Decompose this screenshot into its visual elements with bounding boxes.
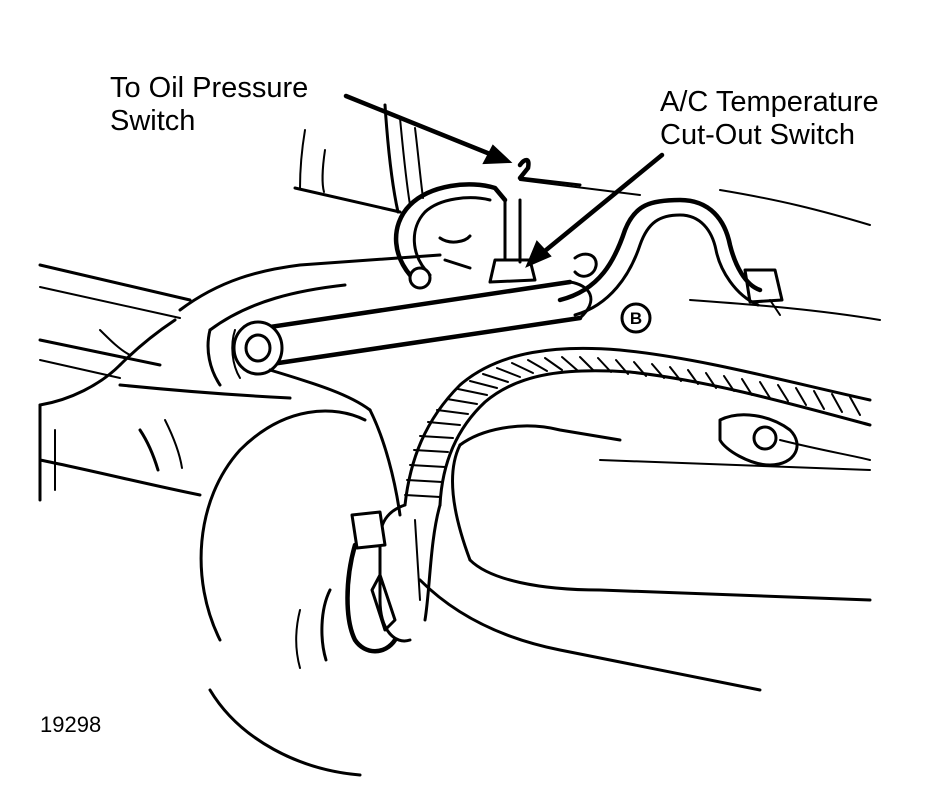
mounting-bracket	[178, 253, 593, 517]
ac-switch-line	[557, 197, 784, 317]
ac-cutout-switch-label: A/C Temperature Cut-Out Switch	[660, 86, 879, 152]
callout-arrows	[343, 93, 665, 268]
drum-housing	[199, 409, 872, 777]
callout-b-badge: B	[620, 302, 652, 334]
oil-pressure-line	[393, 157, 582, 290]
ac-switch-label-line2: Cut-Out Switch	[660, 119, 855, 151]
wiring-harness	[403, 346, 872, 507]
engine-block-left	[38, 263, 292, 502]
oil-pressure-label-line2: Switch	[110, 105, 196, 137]
figure-number: 19298	[40, 712, 102, 737]
oil-pressure-switch-label: To Oil Pressure Switch	[110, 72, 308, 138]
engine-background	[293, 103, 881, 321]
oil-pressure-label-line1: To Oil Pressure	[110, 72, 309, 104]
badge-letter: B	[630, 309, 642, 328]
harness-connector	[345, 503, 442, 654]
ac-switch-label-line1: A/C Temperature	[660, 86, 879, 118]
